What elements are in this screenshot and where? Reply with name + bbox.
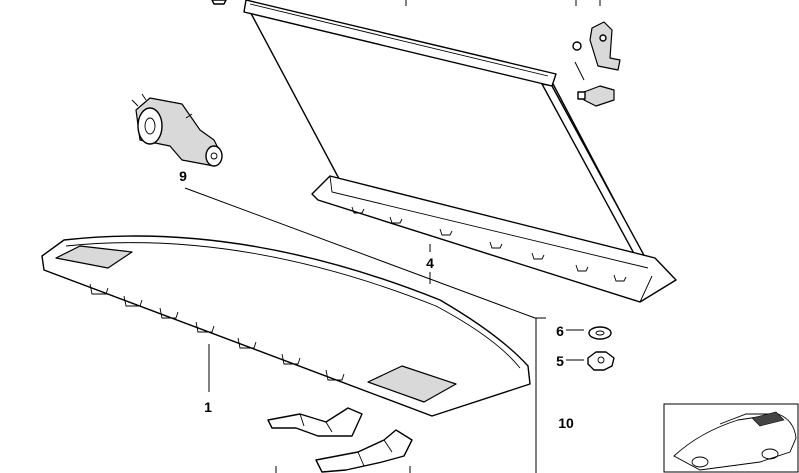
callout-10: 10 bbox=[558, 415, 574, 431]
shelf-bracket-right bbox=[315, 429, 413, 473]
callout-6: 6 bbox=[556, 323, 564, 339]
vehicle-location-thumbnail bbox=[663, 403, 799, 473]
rear-window-sunshade bbox=[243, 0, 677, 303]
holder-clip bbox=[577, 85, 615, 107]
callout-1: 1 bbox=[204, 399, 212, 415]
callout-5: 5 bbox=[556, 353, 564, 369]
leader-lines bbox=[184, 0, 601, 473]
parcel-shelf bbox=[41, 235, 531, 417]
hex-nut bbox=[587, 351, 615, 371]
shelf-bracket-left bbox=[267, 407, 363, 437]
washer bbox=[588, 326, 612, 340]
callout-4: 4 bbox=[426, 255, 434, 271]
drive-motor bbox=[131, 93, 223, 167]
guide-clip bbox=[572, 21, 621, 71]
bracket-fragment bbox=[211, 0, 227, 5]
callout-9: 9 bbox=[179, 168, 187, 184]
